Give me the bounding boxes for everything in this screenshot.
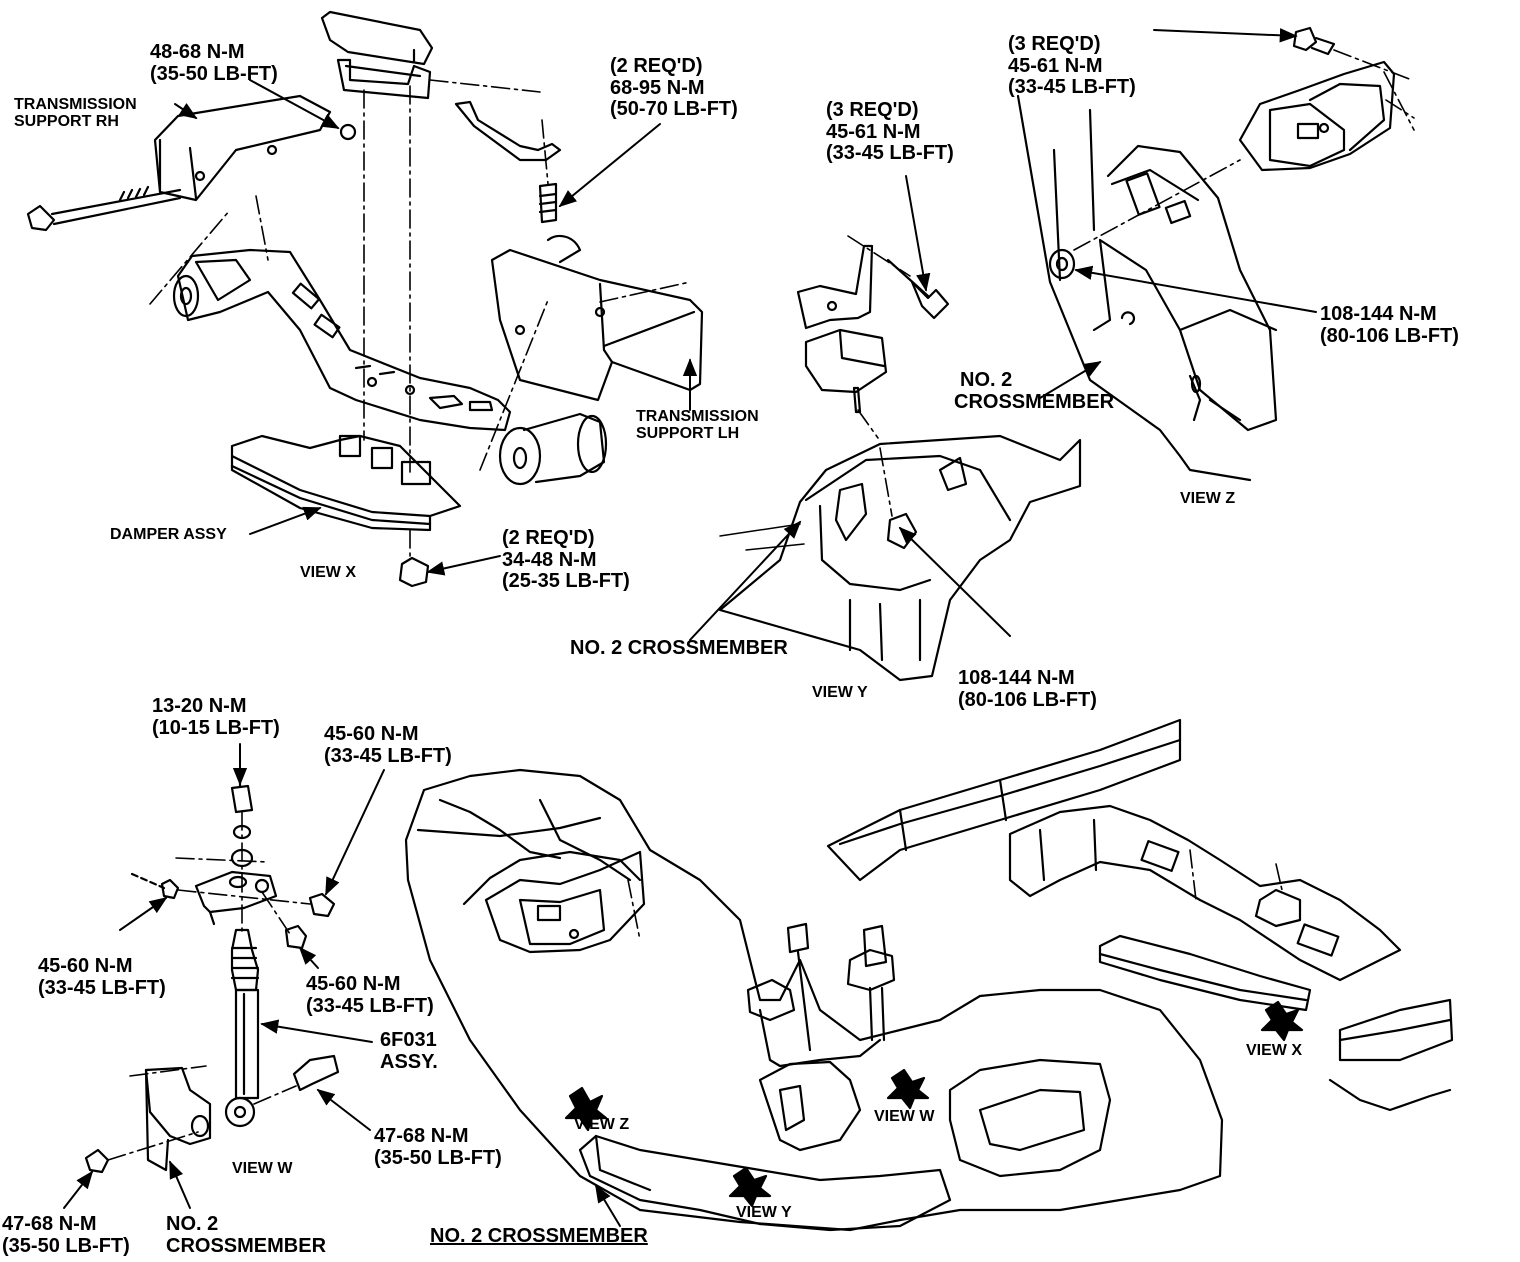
view-w-drawing <box>86 770 338 1172</box>
view-x-torque-top-label: 48-68 N-M(35-50 LB-FT) <box>150 41 278 85</box>
view-z-bolt-torque-label: (3 REQ'D)45-61 N-M(33-45 LB-FT) <box>1008 33 1136 99</box>
view-x-drawing <box>28 12 702 586</box>
view-w-right-nut-torque-label: 45-60 N-M(33-45 LB-FT) <box>324 723 452 767</box>
view-y-nut-torque-label: 108-144 N-M(80-106 LB-FT) <box>958 667 1097 711</box>
view-w-lower-bolt-torque-label: 47-68 N-M(35-50 LB-FT) <box>374 1125 502 1169</box>
view-z-drawing <box>1018 28 1414 480</box>
view-y-crossmember-label: NO. 2 CROSSMEMBER <box>570 637 788 659</box>
view-w-bottom-bolt-torque-label: 47-68 N-M(35-50 LB-FT) <box>2 1213 130 1257</box>
view-x-nut-torque-label: (2 REQ'D)34-48 N-M(25-35 LB-FT) <box>502 527 630 593</box>
overview-view-z-callout: VIEW Z <box>574 1116 630 1133</box>
overview-view-y-callout: VIEW Y <box>736 1204 792 1221</box>
view-w-top-nut-torque-label: 13-20 N-M(10-15 LB-FT) <box>152 695 280 739</box>
view-w-title: VIEW W <box>232 1160 293 1177</box>
overview-view-x-callout: VIEW X <box>1246 1042 1303 1059</box>
view-w-lower-nut-torque-label: 45-60 N-M(33-45 LB-FT) <box>306 973 434 1017</box>
view-z-title: VIEW Z <box>1180 490 1236 507</box>
overview-drawing <box>406 720 1452 1230</box>
view-y-drawing <box>720 236 1080 680</box>
view-y-bolt-torque-label: (3 REQ'D)45-61 N-M(33-45 LB-FT) <box>826 99 954 165</box>
damper-assy-label: DAMPER ASSY <box>110 526 227 543</box>
view-x-title: VIEW X <box>300 564 357 581</box>
view-w-left-bolt-torque-label: 45-60 N-M(33-45 LB-FT) <box>38 955 166 999</box>
view-z-nut-torque-label: 108-144 N-M(80-106 LB-FT) <box>1320 303 1459 347</box>
leader-lines <box>64 28 1316 1226</box>
overview-view-w-callout: VIEW W <box>874 1108 935 1125</box>
overview-crossmember-label: NO. 2 CROSSMEMBER <box>430 1225 648 1247</box>
view-x-bolt-torque-label: (2 REQ'D)68-95 N-M(50-70 LB-FT) <box>610 55 738 121</box>
view-y-title: VIEW Y <box>812 684 868 701</box>
